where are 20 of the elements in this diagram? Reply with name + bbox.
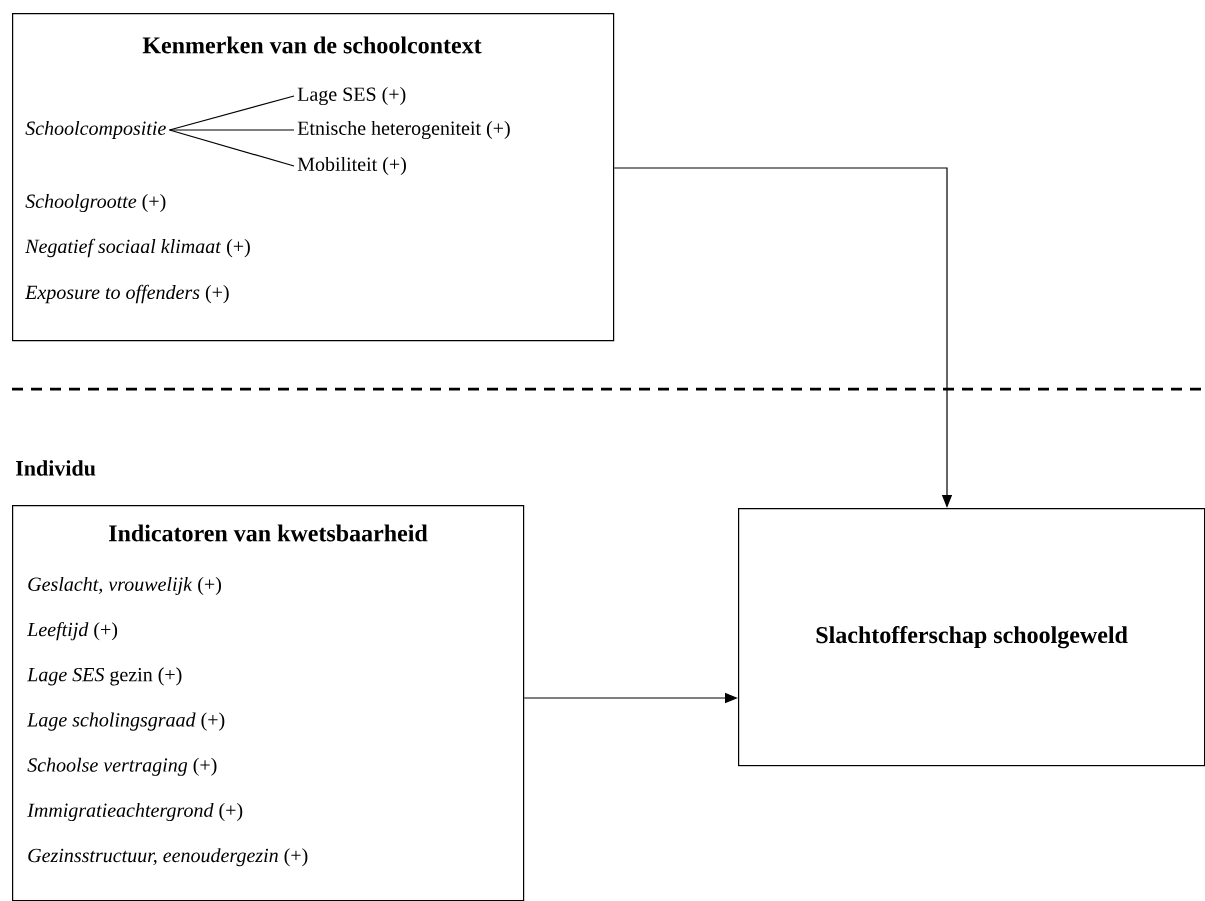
factor-text: Lage SES (+) [297,86,406,106]
outcome-box: Slachtofferschap schoolgeweld [738,508,1205,767]
factor-text: Schoolse vertraging (+) [27,757,217,776]
factor-text: Exposure to offenders (+) [24,284,229,304]
branch-line [168,129,295,131]
branch-line [168,129,295,167]
factor-text: Geslacht, vrouwelijk (+) [28,576,221,596]
factor-text: Lage scholingsgraad (+) [26,712,225,731]
factor-text: Leeftijd (+) [26,622,118,641]
factor-text: Lage SES gezin (+) [26,667,182,686]
factor-text: Immigratieachtergrond (+) [27,802,243,822]
factor-text: Mobiliteit (+) [297,156,406,176]
box-heading: Kenmerken van de schoolcontext [142,36,482,54]
factor-text: Schoolgrootte (+) [25,193,166,213]
factor-text: Negatief sociaal klimaat (+) [25,238,250,258]
level-label: Individu [15,460,96,476]
factor-text: Etnische heterogeniteit (+) [297,120,510,140]
factor-text: Gezinsstructuur, eenoudergezin (+) [28,848,308,867]
factor-text: Schoolcompositie [25,120,166,140]
box-heading: Indicatoren van kwetsbaarheid [109,524,428,542]
